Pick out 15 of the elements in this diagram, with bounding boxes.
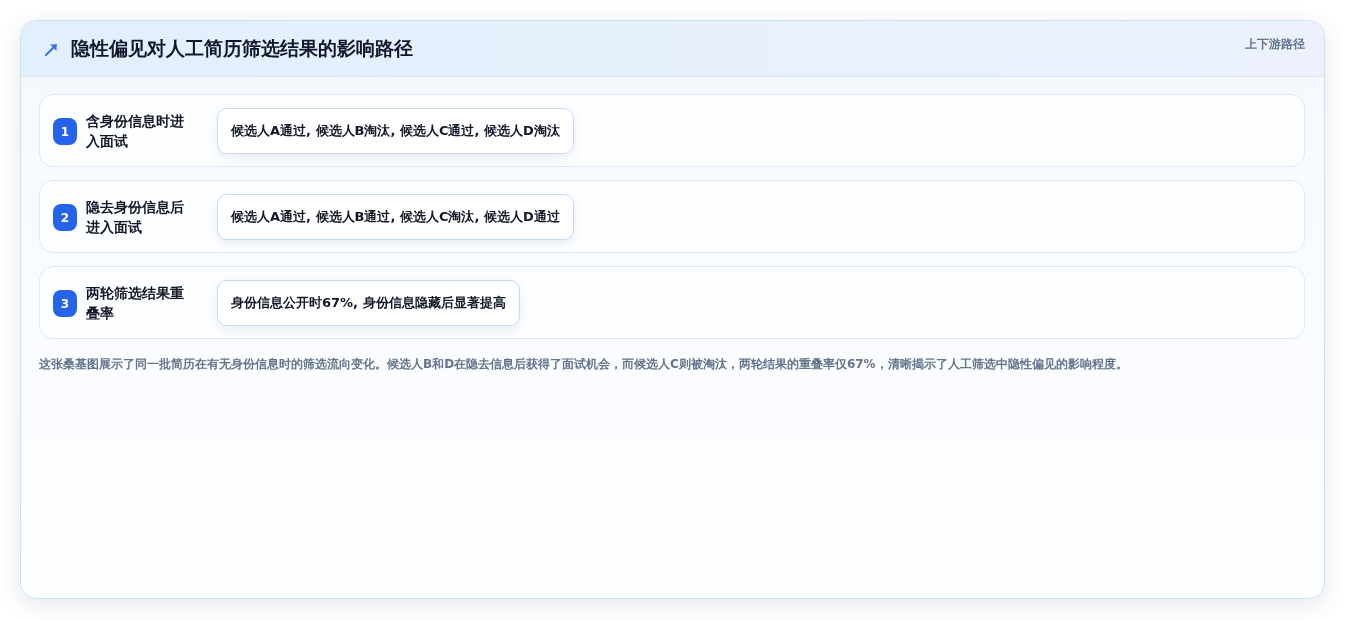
step-label: 两轮筛选结果重叠率	[86, 283, 185, 323]
result-box: 候选人A通过, 候选人B通过, 候选人C淘汰, 候选人D通过	[217, 194, 574, 240]
caption: 这张桑基图展示了同一批简历在有无身份信息时的筛选流向变化。候选人B和D在隐去信息后获得了面试机会，而候选人C则被淘汰，两轮结果的重叠率仅67%，清晰揭示了人工筛选中隐性偏见的影响程度。	[39, 356, 1128, 373]
header-tag: 上下游路径	[1245, 36, 1305, 53]
result-box: 身份信息公开时67%, 身份信息隐藏后显著提高	[217, 280, 520, 326]
step-label: 隐去身份信息后进入面试	[86, 197, 185, 237]
step-row-panel	[39, 94, 1305, 167]
step-number: 3	[53, 290, 77, 317]
title: 隐性偏见对人工简历筛选结果的影响路径	[71, 36, 413, 61]
step-row-panel	[39, 266, 1305, 339]
step-label: 含身份信息时进入面试	[86, 111, 185, 151]
step-number: 1	[53, 118, 77, 145]
step-number: 2	[53, 204, 77, 231]
result-box: 候选人A通过, 候选人B淘汰, 候选人C通过, 候选人D淘汰	[217, 108, 574, 154]
step-row-panel	[39, 180, 1305, 253]
